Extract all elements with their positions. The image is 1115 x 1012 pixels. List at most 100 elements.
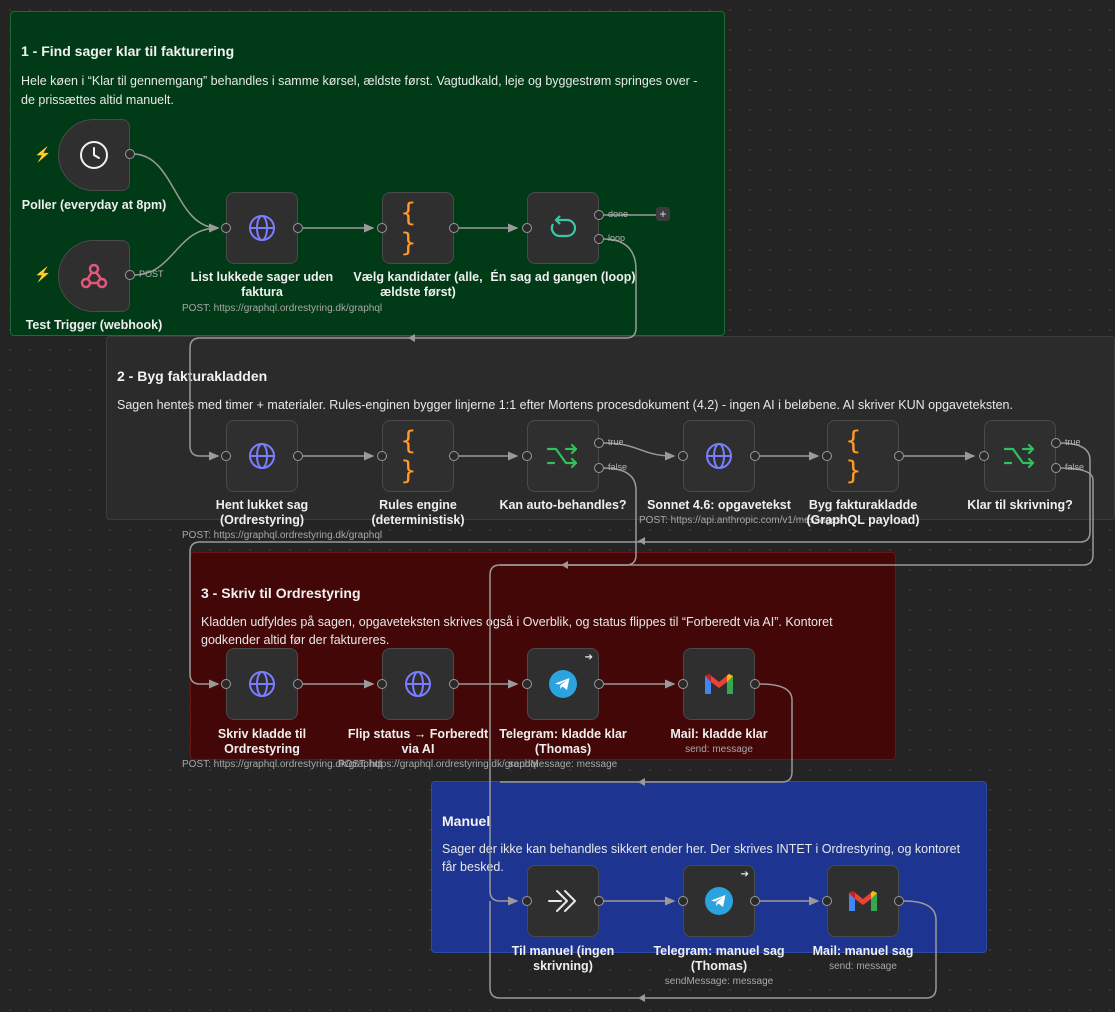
node-test-label: Test Trigger (webhook) (25, 318, 163, 332)
node-test-trigger[interactable] (58, 240, 130, 312)
port-mailk-in[interactable] (678, 679, 688, 689)
section-1-desc-line1: Hele køen i “Klar til gennemgang” behand… (21, 74, 698, 88)
code-braces-icon: { } (845, 426, 862, 486)
telegram-icon (704, 886, 734, 916)
code-braces-icon: { } (400, 426, 417, 486)
node-telegram-kladde[interactable]: ➔ (527, 648, 599, 720)
port-klar-true[interactable] (1051, 438, 1061, 448)
port-tgm-out[interactable] (750, 896, 760, 906)
gmail-icon (847, 889, 879, 913)
port-sonnet-in[interactable] (678, 451, 688, 461)
node-en-sag-loop[interactable] (527, 192, 599, 264)
node-kan-label: Kan auto-behandles? (499, 498, 627, 512)
port-label-done: done (608, 209, 629, 219)
port-tgk-in[interactable] (522, 679, 532, 689)
port-list-out[interactable] (293, 223, 303, 233)
port-vaelg-in[interactable] (377, 223, 387, 233)
node-skriv-kladde[interactable] (226, 648, 298, 720)
arrow-right-icon: ➔ (740, 869, 749, 880)
port-tgk-out[interactable] (594, 679, 604, 689)
section-3-desc-line1: Kladden udfyldes på sagen, opgaveteksten… (201, 615, 833, 629)
node-tgm-label: Telegram: manuel sag (Thomas) (653, 944, 785, 973)
port-skriv-out[interactable] (293, 679, 303, 689)
port-rules-out[interactable] (449, 451, 459, 461)
node-telegram-manuel[interactable]: ➔ (683, 865, 755, 937)
port-label-post: POST (139, 269, 164, 279)
if-icon (546, 442, 580, 470)
node-mailk-label: Mail: kladde klar (670, 727, 768, 741)
node-hent-label: Hent lukket sag (Ordrestyring) (215, 498, 309, 527)
trigger-bolt-icon: ⚡ (34, 146, 52, 162)
port-flip-in[interactable] (377, 679, 387, 689)
port-kan-in[interactable] (522, 451, 532, 461)
node-rules-engine[interactable]: { } (382, 420, 454, 492)
loop-icon (547, 214, 579, 242)
port-klar-in[interactable] (979, 451, 989, 461)
port-list-in[interactable] (221, 223, 231, 233)
node-list-lukkede-sager[interactable] (226, 192, 298, 264)
node-sonnet-label: Sonnet 4.6: opgavetekst (647, 498, 791, 512)
node-tgk-label: Telegram: kladde klar (Thomas) (499, 727, 627, 756)
port-poller-out[interactable] (125, 149, 135, 159)
port-byg-out[interactable] (894, 451, 904, 461)
node-kan-auto-behandles[interactable] (527, 420, 599, 492)
port-flip-out[interactable] (449, 679, 459, 689)
port-kan-true[interactable] (594, 438, 604, 448)
port-loop-loop[interactable] (594, 234, 604, 244)
node-til-manuel[interactable] (527, 865, 599, 937)
arrow-right-icon: ➔ (584, 652, 593, 663)
node-mailk-sub: send: message (685, 744, 753, 755)
port-tilmanuel-out[interactable] (594, 896, 604, 906)
node-klar-til-skrivning[interactable] (984, 420, 1056, 492)
port-label-false: false (1065, 462, 1085, 472)
node-flip-status[interactable] (382, 648, 454, 720)
port-loop-done[interactable] (594, 210, 604, 220)
port-tilmanuel-in[interactable] (522, 896, 532, 906)
port-hent-in[interactable] (221, 451, 231, 461)
port-label-true: true (1065, 437, 1081, 447)
node-mail-kladde[interactable] (683, 648, 755, 720)
node-byg-fakturakladde[interactable]: { } (827, 420, 899, 492)
node-mail-manuel[interactable] (827, 865, 899, 937)
section-1-title: 1 - Find sager klar til fakturering (21, 43, 235, 59)
port-tgm-in[interactable] (678, 896, 688, 906)
port-rules-in[interactable] (377, 451, 387, 461)
port-kan-false[interactable] (594, 463, 604, 473)
node-tgk-sub: sendMessage: message (508, 759, 618, 770)
port-mailk-out[interactable] (750, 679, 760, 689)
port-klar-false[interactable] (1051, 463, 1061, 473)
node-sonnet-opgavetekst[interactable] (683, 420, 755, 492)
node-list-sub: POST: https://graphql.ordrestyring.dk/gr… (182, 303, 383, 314)
globe-icon (247, 669, 277, 699)
section-2-desc-line1: Sagen hentes med timer + materialer. Rul… (117, 398, 1013, 412)
port-byg-in[interactable] (822, 451, 832, 461)
manual-desc-line1: Sager der ikke kan behandles sikkert end… (442, 842, 961, 856)
node-byg-label: Byg fakturakladde (GraphQL payload) (806, 498, 920, 527)
section-1-desc-line2: de prissættes altid manuelt. (21, 93, 174, 107)
node-flip-label: Flip status → Forberedt via AI (347, 727, 489, 756)
port-skriv-in[interactable] (221, 679, 231, 689)
node-poller-label: Poller (everyday at 8pm) (21, 198, 167, 212)
node-rules-label: Rules engine (deterministisk) (371, 498, 465, 527)
globe-icon (704, 441, 734, 471)
telegram-icon (548, 669, 578, 699)
port-label-true: true (608, 437, 624, 447)
port-vaelg-out[interactable] (449, 223, 459, 233)
node-vaelg-kandidater[interactable]: { } (382, 192, 454, 264)
node-tilmanuel-label: Til manuel (ingen skrivning) (511, 944, 615, 973)
node-sonnet-sub: POST: https://api.anthropic.com/v1/messa… (639, 515, 842, 526)
node-hent-lukket-sag[interactable] (226, 420, 298, 492)
add-node-button[interactable]: + (656, 207, 670, 221)
manual-title: Manuel (442, 813, 491, 829)
port-test-out[interactable] (125, 270, 135, 280)
webhook-icon (78, 260, 110, 292)
section-3-desc-line2: godkender altid før der faktureres. (201, 633, 390, 647)
node-poller[interactable] (58, 119, 130, 191)
port-sonnet-out[interactable] (750, 451, 760, 461)
section-3-title: 3 - Skriv til Ordrestyring (201, 585, 361, 601)
port-mailm-in[interactable] (822, 896, 832, 906)
node-skriv-label: Skriv kladde til Ordrestyring (217, 727, 307, 756)
port-hent-out[interactable] (293, 451, 303, 461)
port-mailm-out[interactable] (894, 896, 904, 906)
port-loop-in[interactable] (522, 223, 532, 233)
